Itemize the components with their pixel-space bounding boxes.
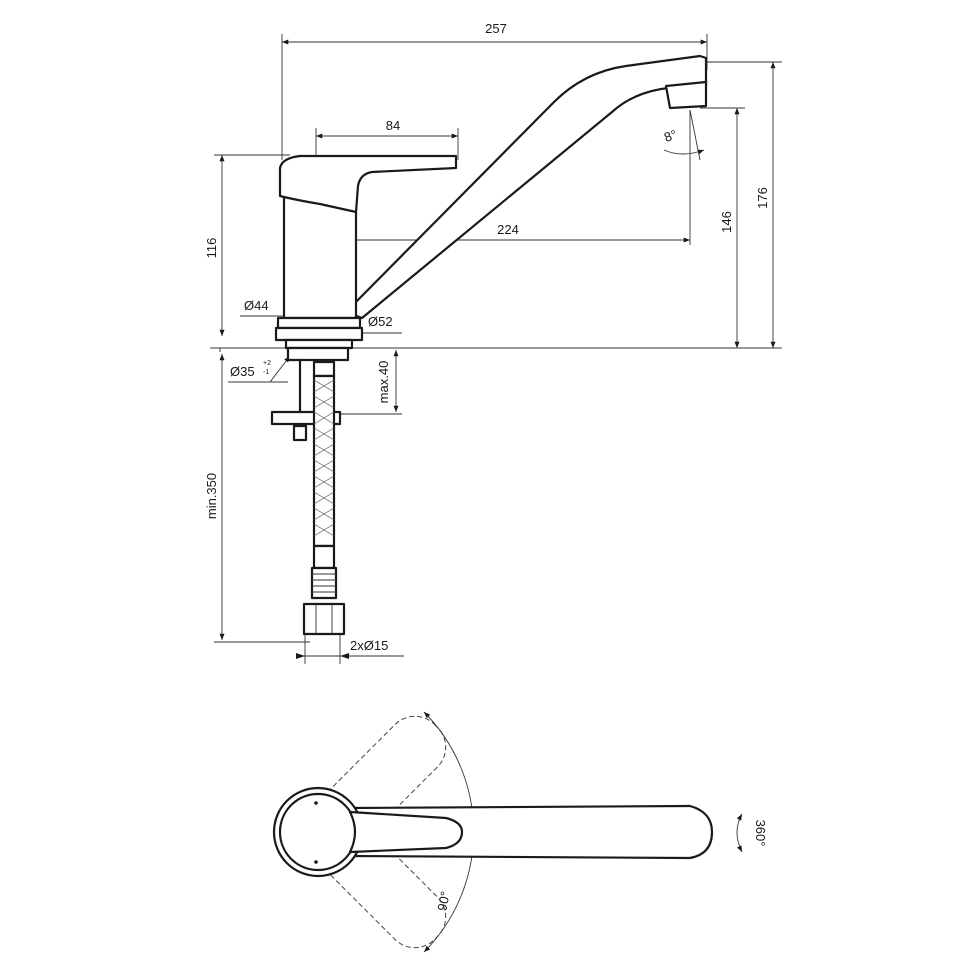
body-marker-top — [314, 801, 318, 805]
dim-arrow-2x15-right — [340, 653, 349, 659]
label-2x15: 2xØ15 — [350, 638, 388, 653]
flexible-hoses — [302, 360, 346, 636]
hose-upper-fitting — [312, 360, 336, 378]
spray-line — [689, 109, 701, 161]
spout — [344, 54, 708, 320]
base-plate — [284, 338, 354, 350]
mounting-gasket — [286, 346, 350, 362]
dim-leader-35 — [269, 355, 291, 383]
hose-thread-lines — [312, 573, 336, 593]
dimension-labels: 257 84 116 224 146 176 8° Ø44 Ø52 Ø35 +2… — [204, 21, 770, 653]
dim-arc-8deg — [663, 149, 705, 155]
label-max40: max.40 — [376, 361, 391, 404]
lever-top-view — [348, 810, 464, 854]
dim-arrow-2x15-left — [296, 653, 305, 659]
label-d44: Ø44 — [244, 298, 269, 313]
hose-end-nut — [302, 602, 346, 636]
body-top-view — [272, 786, 364, 878]
aerator — [664, 80, 708, 110]
label-d35-upper-tol: +2 — [263, 360, 271, 367]
top-view: 360° 90° — [272, 711, 768, 953]
base-ring-top — [276, 316, 362, 330]
body — [282, 194, 358, 320]
hose-ferrule — [312, 544, 336, 570]
base-ring-bottom — [274, 326, 364, 342]
label-d52: Ø52 — [368, 314, 393, 329]
label-360deg: 360° — [753, 820, 768, 847]
label-116: 116 — [204, 238, 219, 259]
label-d35: Ø35 — [230, 364, 255, 379]
label-224: 224 — [497, 222, 519, 237]
swivel-rotation-arc — [736, 813, 743, 853]
mounting-hardware — [270, 346, 350, 442]
label-d35-lower-tol: -1 — [263, 369, 269, 376]
label-min350: min.350 — [204, 473, 219, 519]
label-84: 84 — [386, 118, 400, 133]
faucet-body — [274, 54, 708, 350]
label-257: 257 — [485, 21, 507, 36]
hose-body — [312, 374, 336, 548]
label-90deg: 90° — [434, 890, 453, 912]
hose-braid — [313, 379, 335, 537]
label-176: 176 — [755, 187, 770, 209]
locking-nut — [292, 424, 308, 442]
label-146: 146 — [719, 211, 734, 233]
side-view: 257 84 116 224 146 176 8° Ø44 Ø52 Ø35 +2… — [204, 21, 782, 664]
lever — [278, 154, 458, 214]
hose-end-nut-facets — [315, 604, 333, 634]
body-marker-bottom — [314, 860, 318, 864]
label-8deg: 8° — [662, 127, 679, 145]
hose-threaded-connector — [310, 566, 338, 600]
